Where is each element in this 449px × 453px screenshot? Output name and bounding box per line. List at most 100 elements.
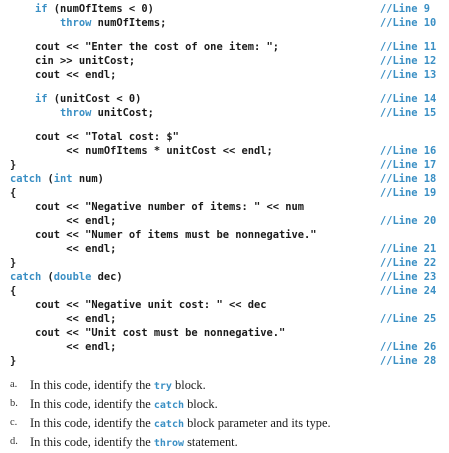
code-line: catch (double dec) //Line 23 [0,270,449,284]
code-segment: << endl; [10,313,117,325]
code-line: throw unitCost;//Line 15 [0,106,449,120]
code-segment: << numOfItems * unitCost << endl; [10,145,273,157]
question-text-pre: In this code, identify the [30,416,154,430]
code-text: { [10,186,16,200]
code-segment: ( [41,173,54,185]
code-line: << numOfItems * unitCost << endl; //Line … [0,144,449,158]
code-text: cout << "Enter the cost of one item: "; [10,40,279,54]
code-segment: num) [72,173,104,185]
question-label: d. [10,436,18,447]
code-line: cout << "Negative number of items: " << … [0,200,449,214]
code-segment: cout << "Numer of items must be nonnegat… [10,229,317,241]
code-segment: cout << "Unit cost must be nonnegative." [10,327,286,339]
code-text: cout << "Negative unit cost: " << dec [10,298,266,312]
code-text: cin >> unitCost; [10,54,135,68]
question-label: a. [10,379,18,390]
code-segment: } [10,159,17,171]
code-line: cout << "Enter the cost of one item: ";/… [0,40,449,54]
code-segment: (numOfItems < 0) [47,3,154,15]
code-line-comment: //Line 15 [380,107,437,119]
code-text: if (unitCost < 0) [10,92,141,106]
question-text: In this code, identify the catch block. [30,395,218,415]
code-text: { [10,284,16,298]
code-line-comment: //Line 28 [380,355,437,367]
code-line-comment: //Line 23 [380,271,437,283]
code-text: << endl; [10,340,116,354]
code-line: if (numOfItems < 0) //Line 9 [0,2,449,16]
code-line: if (unitCost < 0)//Line 14 [0,92,449,106]
question-text: In this code, identify the try block. [30,376,206,396]
code-line-comment: //Line 24 [380,285,437,297]
code-segment: unitCost; [91,107,154,119]
question-text: In this code, identify the catch block p… [30,414,331,434]
code-line: cin >> unitCost; //Line 12 [0,54,449,68]
code-line-comment: //Line 12 [380,55,437,67]
code-segment: cin >> unitCost; [10,55,136,67]
question-item: d. In this code, identify the throw state… [0,433,449,451]
question-text-post: block parameter and its type. [184,416,331,430]
code-text: catch (double dec) [10,270,123,284]
code-segment: cout << "Negative number of items: " << … [10,201,305,213]
question-label: c. [10,417,18,428]
code-segment: } [10,257,17,269]
code-keyword: if [35,93,48,105]
code-text: cout << "Unit cost must be nonnegative." [10,326,285,340]
code-line: cout << endl; //Line 13 [0,68,449,82]
code-line: { //Line 24 [0,284,449,298]
question-item: a. In this code, identify the try block. [0,376,449,394]
code-line: cout << "Total cost: $" [0,130,449,144]
code-keyword: catch [10,173,42,185]
question-text-post: block. [184,397,218,411]
question-text-pre: In this code, identify the [30,378,154,392]
code-line-comment: //Line 13 [380,69,437,81]
code-line: } //Line 17 [0,158,449,172]
code-text: << endl; [10,312,116,326]
code-text: << numOfItems * unitCost << endl; [10,144,273,158]
code-text: } [10,256,16,270]
code-segment: cout << "Total cost: $" [10,131,179,143]
code-line-comment: //Line 16 [380,145,437,157]
code-line: { //Line 19 [0,186,449,200]
code-keyword: catch [10,271,42,283]
code-line-comment: //Line 18 [380,173,437,185]
code-text: } [10,158,16,172]
code-text: throw numOfItems; [10,16,166,30]
code-text: } [10,354,16,368]
code-line-comment: //Line 22 [380,257,437,269]
code-line-comment: //Line 19 [380,187,437,199]
question-text-post: block. [171,378,206,392]
code-segment: } [10,355,17,367]
code-text: cout << endl; [10,68,116,82]
question-text: In this code, identify the throw stateme… [30,433,238,453]
code-line-comment: //Line 26 [380,341,437,353]
code-line-comment: //Line 9 [380,3,431,15]
code-text: cout << "Numer of items must be nonnegat… [10,228,317,242]
code-line: } //Line 28 [0,354,449,368]
code-segment [10,93,35,105]
code-segment: cout << endl; [10,69,117,81]
code-segment: numOfItems; [91,17,167,29]
code-segment [10,17,60,29]
code-segment: dec) [91,271,123,283]
code-line-comment: //Line 25 [380,313,437,325]
code-line-comment: //Line 10 [380,17,437,29]
code-line: cout << "Negative unit cost: " << dec [0,298,449,312]
code-text: cout << "Total cost: $" [10,130,179,144]
code-segment: << endl; [10,341,117,353]
code-line: << endl; //Line 26 [0,340,449,354]
code-text: if (numOfItems < 0) [10,2,154,16]
code-segment: << endl; [10,215,117,227]
question-label: b. [10,398,18,409]
code-segment: << endl; [10,243,117,255]
question-item: c. In this code, identify the catch block… [0,414,449,432]
code-keyword: if [35,3,48,15]
question-code-keyword: catch [153,400,184,411]
code-text: catch (int num) [10,172,104,186]
code-line: cout << "Unit cost must be nonnegative." [0,326,449,340]
question-code-keyword: catch [153,419,184,430]
code-line-comment: //Line 17 [380,159,437,171]
code-line: << endl; //Line 25 [0,312,449,326]
code-text: << endl; [10,242,116,256]
code-keyword: throw [60,17,92,29]
code-line: } //Line 22 [0,256,449,270]
